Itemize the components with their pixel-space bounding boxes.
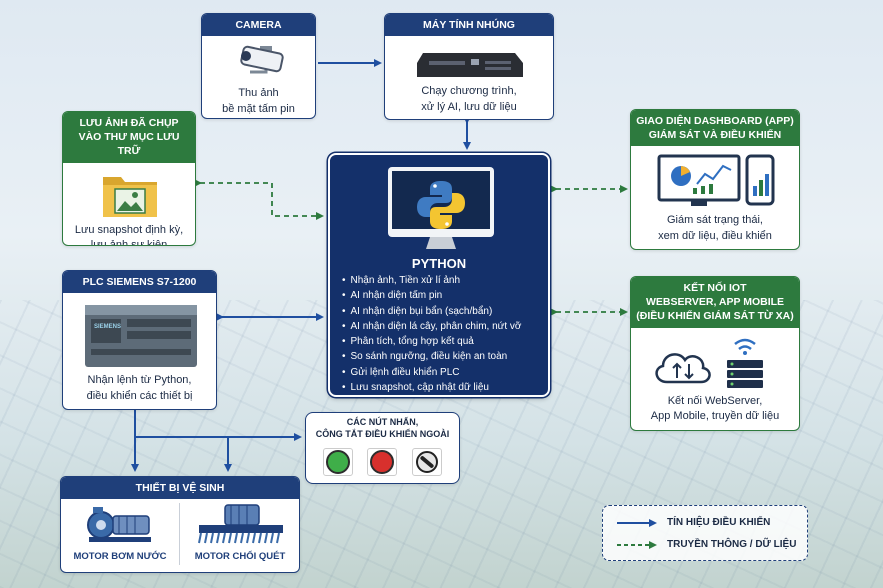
water-pump-icon bbox=[87, 507, 151, 542]
cloud-server-wifi-icon bbox=[655, 338, 763, 388]
iot-title-line-1: KẾT NỐI IOT bbox=[683, 282, 747, 294]
list-item: Nhận ảnh, Tiền xử lí ảnh bbox=[342, 273, 521, 288]
dashboard-box: GIAO DIỆN DASHBOARD (APP) GIÁM SÁT VÀ ĐI… bbox=[630, 109, 800, 250]
plc-caption-line-2: điều khiển các thiết bị bbox=[86, 389, 193, 402]
list-item: Gửi lệnh điều khiển PLC bbox=[342, 365, 521, 380]
embedded-pc-title: MÁY TÍNH NHÚNG bbox=[385, 14, 553, 37]
python-core-box: PYTHON Nhận ảnh, Tiền xử lí ảnh AI nhận … bbox=[328, 153, 550, 397]
list-item: AI nhận diện lá cây, phân chim, nứt vỡ bbox=[342, 319, 522, 334]
storage-box: LƯU ẢNH ĐÃ CHỤP VÀO THƯ MỤC LƯU TRỮ Lưu … bbox=[62, 111, 196, 246]
iot-caption-line-2: App Mobile, truyền dữ liệu bbox=[650, 409, 780, 422]
plc-brand-label: SIEMENS bbox=[94, 324, 121, 330]
plc-device-icon: SIEMENS bbox=[85, 305, 197, 368]
brush-label: MOTOR CHỔI QUÉT bbox=[194, 551, 286, 562]
external-buttons-box: CÁC NÚT NHẤN, CÔNG TẮT ĐIỀU KHIỂN NGOÀI bbox=[305, 412, 460, 484]
legend: TÍN HIỆU ĐIỀU KHIỂN TRUYỀN THÔNG / DỮ LI… bbox=[602, 505, 808, 561]
cleaning-title: THIẾT BỊ VỆ SINH bbox=[61, 477, 299, 500]
list-item: Lưu snapshot, cập nhật dữ liệu bbox=[342, 380, 521, 395]
embedded-pc-caption-line-1: Chạy chương trình, bbox=[421, 85, 517, 98]
link-storage-python bbox=[194, 179, 324, 220]
stop-button[interactable] bbox=[367, 448, 398, 477]
camera-caption-line-1: Thu ảnh bbox=[238, 87, 279, 100]
iot-caption-line-1: Kết nối WebServer, bbox=[667, 394, 763, 407]
iot-title: KẾT NỐI IOT WEBSERVER, APP MOBILE (ĐIỀU … bbox=[631, 277, 799, 328]
solid-arrow-icon bbox=[617, 518, 657, 527]
plc-title: PLC SIEMENS S7-1200 bbox=[63, 271, 216, 294]
green-button-icon bbox=[326, 450, 351, 475]
embedded-pc-caption-line-2: xử lý AI, lưu dữ liệu bbox=[421, 100, 517, 113]
dashboard-title: GIAO DIỆN DASHBOARD (APP) GIÁM SÁT VÀ ĐI… bbox=[631, 110, 799, 147]
red-button-icon bbox=[370, 450, 395, 475]
dashboard-title-line-2: GIÁM SÁT VÀ ĐIỀU KHIỂN bbox=[648, 129, 782, 142]
legend-control-label: TÍN HIỆU ĐIỀU KHIỂN bbox=[667, 517, 771, 528]
legend-item-comm: TRUYỀN THÔNG / DỮ LIỆU bbox=[617, 539, 796, 550]
legend-comm-label: TRUYỀN THÔNG / DỮ LIỆU bbox=[667, 539, 797, 550]
storage-caption-line-1: Lưu snapshot định kỳ, bbox=[74, 223, 184, 236]
camera-box: CAMERA Thu ảnh bề mặt tấm pin bbox=[201, 13, 316, 119]
dashed-arrow-icon bbox=[617, 540, 657, 549]
cleaning-devices-box: THIẾT BỊ VỆ SINH MOTOR BƠM NƯỚC MOTOR CH… bbox=[60, 476, 300, 573]
embedded-pc-icon bbox=[417, 53, 523, 78]
dashboard-caption-line-2: xem dữ liệu, điều khiển bbox=[658, 229, 772, 242]
list-item: AI nhận diện bụi bẩn (sạch/bẩn) bbox=[342, 304, 521, 319]
buttons-title-line-2: CÔNG TẮT ĐIỀU KHIỂN NGOÀI bbox=[315, 429, 450, 440]
legend-item-control: TÍN HIỆU ĐIỀU KHIỂN bbox=[617, 517, 770, 528]
plc-caption-line-1: Nhận lệnh từ Python, bbox=[87, 374, 192, 387]
plc-box: PLC SIEMENS S7-1200 SIEMENS Nhận lệnh từ… bbox=[62, 270, 217, 410]
storage-caption-line-2: lưu ảnh sự kiện bbox=[90, 238, 168, 246]
dashboard-caption-line-1: Giám sát trạng thái, bbox=[667, 214, 763, 227]
iot-title-line-2: WEBSERVER, APP MOBILE bbox=[645, 296, 785, 309]
python-monitor-icon bbox=[388, 167, 494, 249]
button-row bbox=[306, 448, 459, 477]
storage-title-line-2: VÀO THƯ MỤC LƯU TRỮ bbox=[78, 131, 180, 158]
camera-title: CAMERA bbox=[202, 14, 315, 37]
iot-title-line-3: (ĐIỀU KHIỂN GIÁM SÁT TỪ XA) bbox=[636, 310, 794, 323]
camera-icon bbox=[240, 45, 284, 74]
python-task-list: Nhận ảnh, Tiền xử lí ảnh AI nhận diện tấ… bbox=[342, 273, 522, 395]
iot-box: KẾT NỐI IOT WEBSERVER, APP MOBILE (ĐIỀU … bbox=[630, 276, 800, 431]
embedded-pc-box: MÁY TÍNH NHÚNG Chạy chương trình, xử lý … bbox=[384, 13, 554, 120]
selector-switch[interactable] bbox=[411, 448, 442, 477]
storage-title: LƯU ẢNH ĐÃ CHỤP VÀO THƯ MỤC LƯU TRỮ bbox=[63, 112, 195, 163]
dashboard-monitor-phone-icon bbox=[657, 154, 775, 207]
python-title: PYTHON bbox=[411, 256, 467, 271]
divider bbox=[179, 503, 180, 565]
dashboard-title-line-1: GIAO DIỆN DASHBOARD (APP) bbox=[636, 115, 794, 127]
list-item: So sánh ngưỡng, điều kiện an toàn bbox=[342, 349, 521, 364]
list-item: Phân tích, tổng hợp kết quả bbox=[342, 334, 521, 349]
start-button[interactable] bbox=[323, 448, 354, 477]
selector-switch-icon bbox=[415, 451, 438, 474]
buttons-title-line-1: CÁC NÚT NHẤN, bbox=[346, 417, 419, 427]
pump-label: MOTOR BƠM NƯỚC bbox=[73, 551, 167, 562]
list-item: AI nhận diện tấm pin bbox=[342, 288, 521, 303]
storage-title-line-1: LƯU ẢNH ĐÃ CHỤP bbox=[79, 117, 179, 129]
folder-image-icon bbox=[103, 176, 157, 217]
camera-caption-line-2: bề mặt tấm pin bbox=[222, 102, 295, 115]
brush-motor-icon bbox=[198, 504, 283, 544]
external-buttons-title: CÁC NÚT NHẤN, CÔNG TẮT ĐIỀU KHIỂN NGOÀI bbox=[306, 413, 459, 440]
